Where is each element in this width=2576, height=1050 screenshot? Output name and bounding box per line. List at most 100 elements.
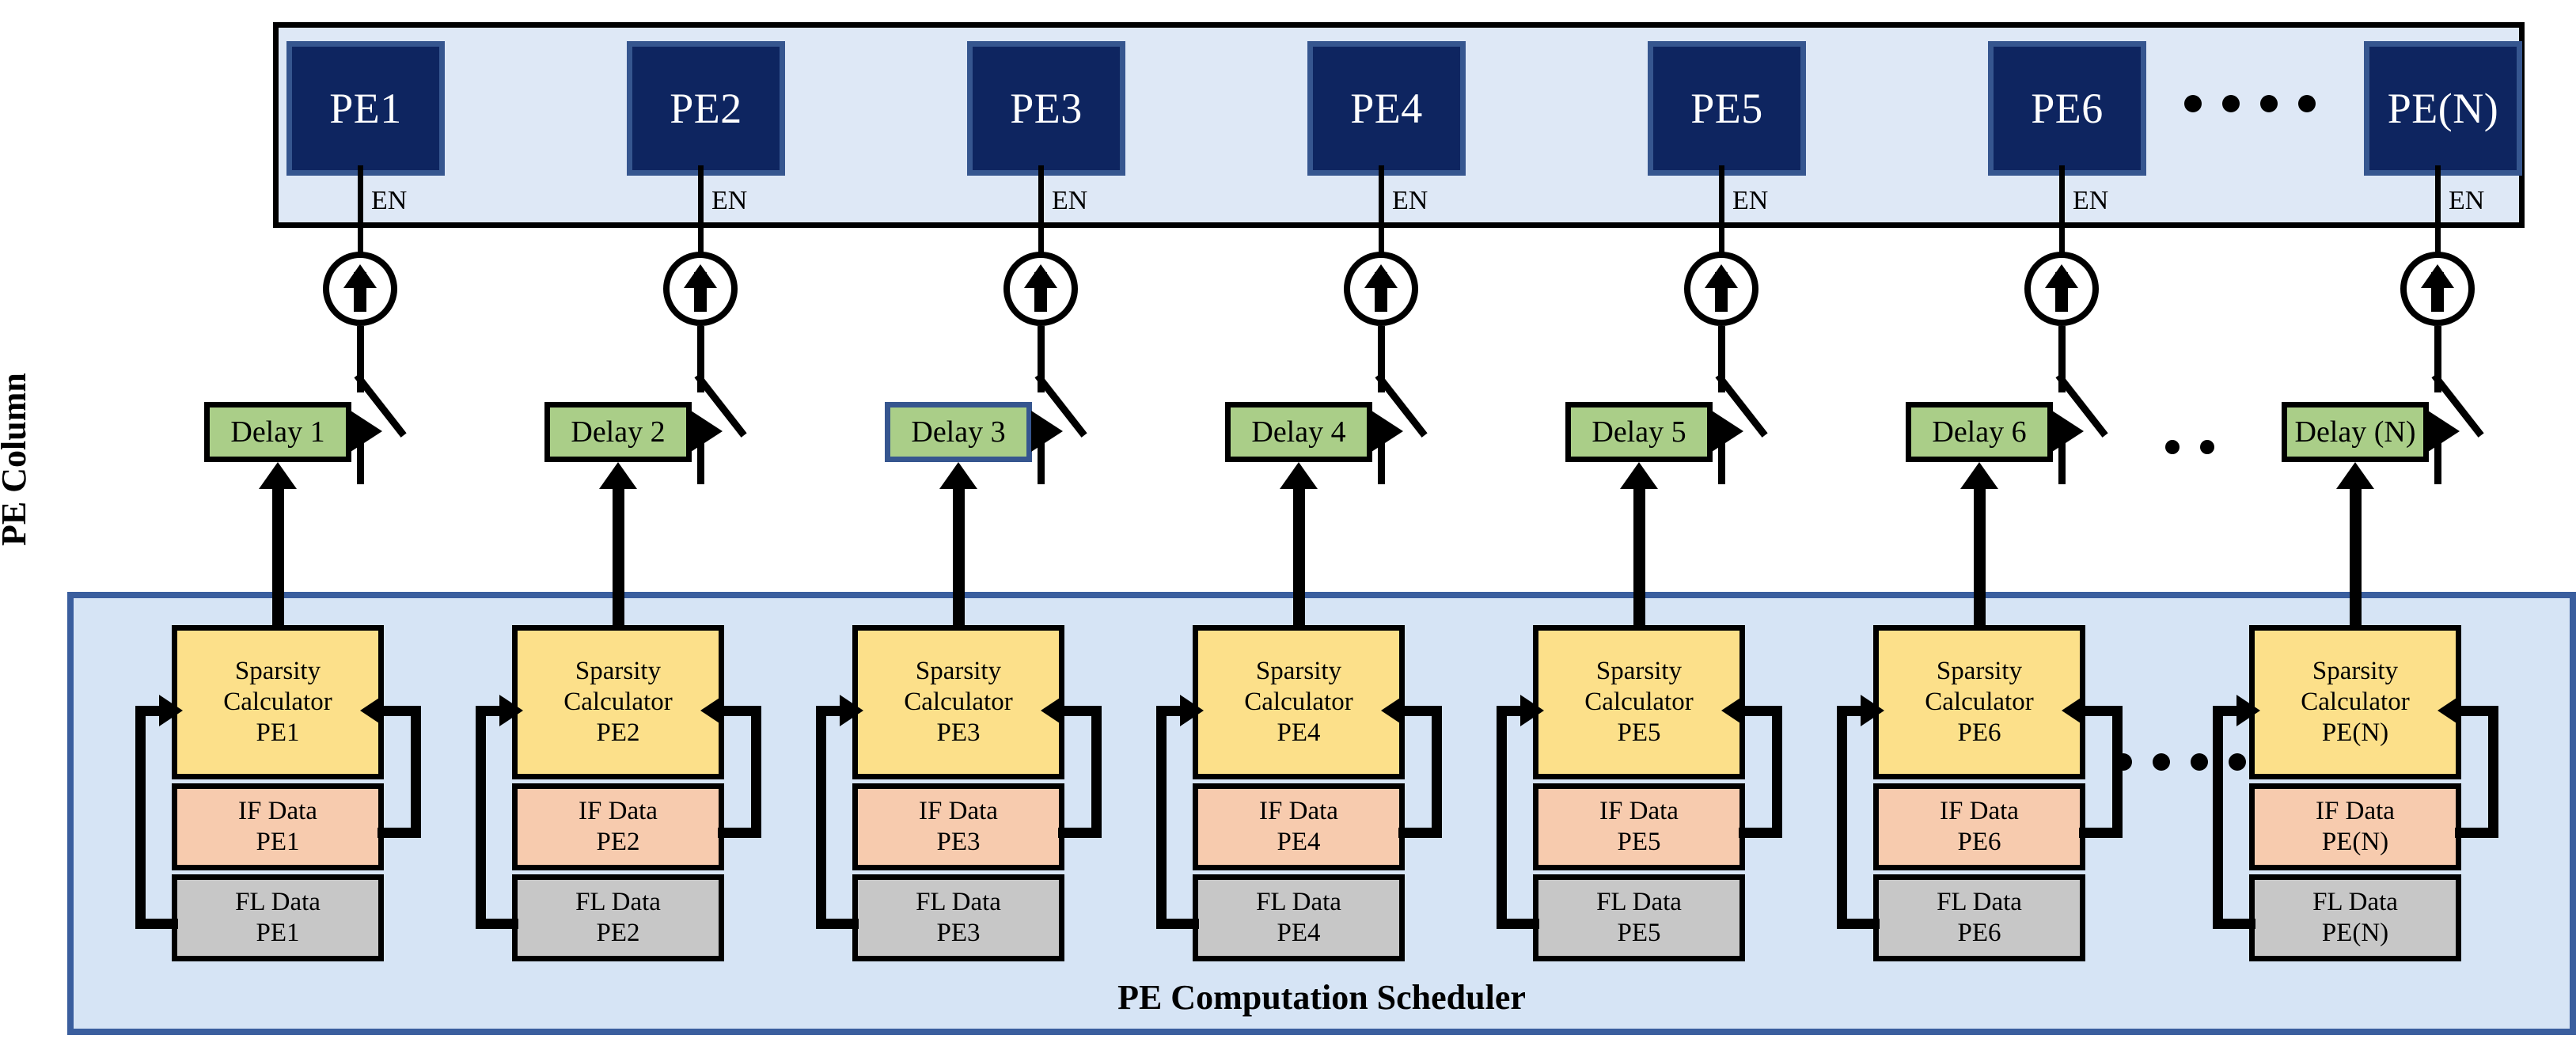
sparsity-to-delay-head-2	[599, 462, 637, 489]
pe-box-4[interactable]: PE4	[1307, 41, 1466, 176]
enable-gate-2[interactable]	[663, 252, 738, 326]
fl-feedback-horizontal-1	[135, 918, 178, 929]
arrow-up-shaft	[1715, 272, 1728, 312]
delay-box-3[interactable]: Delay 3	[885, 402, 1032, 462]
delay-box-4[interactable]: Delay 4	[1225, 402, 1372, 462]
sparsity-calculator-line: Calculator	[563, 688, 673, 717]
fl-data-line: FL Data	[1596, 888, 1682, 917]
enable-gate-7[interactable]	[2400, 252, 2475, 326]
arrow-up-shaft	[1375, 272, 1387, 312]
if-feedback-arrowhead-6	[2062, 695, 2085, 726]
delay-box-2[interactable]: Delay 2	[544, 402, 692, 462]
enable-gate-1[interactable]	[323, 252, 397, 326]
ellipsis-dot	[2260, 95, 2278, 112]
pe-box-1[interactable]: PE1	[286, 41, 445, 176]
pe-array-panel: PE1 PE2 PE3 PE4 PE5 PE6 PE(N)	[273, 22, 2525, 228]
sparsity-calculator-line: PE3	[936, 718, 981, 747]
delay-box-5[interactable]: Delay 5	[1565, 402, 1713, 462]
delay-box-7[interactable]: Delay (N)	[2282, 402, 2429, 462]
if-feedback-vertical-2	[751, 711, 761, 832]
enable-gate-4[interactable]	[1344, 252, 1418, 326]
pe-box-label: PE5	[1690, 85, 1763, 132]
if-feedback-arrowhead-1	[360, 695, 384, 726]
pe-box-2[interactable]: PE2	[627, 41, 785, 176]
fl-feedback-horizontal-6	[1837, 918, 1880, 929]
ellipsis-dot	[2191, 753, 2208, 771]
fl-data-line: PE2	[596, 919, 640, 947]
sparsity-calculator-line: Sparsity	[234, 657, 321, 686]
ellipsis-dot	[2200, 440, 2214, 454]
sparsity-to-delay-head-1	[259, 462, 297, 489]
en-wire-7	[2435, 165, 2441, 253]
fl-feedback-arrowhead-1	[159, 695, 183, 726]
sparsity-to-delay-head-6	[1960, 462, 1998, 489]
switch-lower-stub-7	[2434, 437, 2441, 484]
if-data-line: PE2	[596, 828, 640, 856]
pe-row-ellipsis	[2184, 95, 2316, 112]
sparsity-calculator-line: Calculator	[904, 688, 1013, 717]
if-feedback-horizontal-4	[1398, 827, 1442, 838]
if-data-line: IF Data	[1599, 797, 1679, 826]
sparsity-calculator-line: Calculator	[223, 688, 332, 717]
arrow-up-shaft	[1034, 272, 1047, 312]
en-label-3: EN	[1052, 186, 1088, 215]
if-feedback-vertical-4	[1432, 711, 1442, 832]
fl-data-line: PE4	[1277, 919, 1321, 947]
delay-box-1[interactable]: Delay 1	[204, 402, 351, 462]
if-feedback-horizontal-6	[2079, 827, 2123, 838]
pe-box-6[interactable]: PE6	[1988, 41, 2146, 176]
if-feedback-arrowhead-2	[700, 695, 724, 726]
sparsity-calculator-line: Sparsity	[575, 657, 662, 686]
ellipsis-dot	[2222, 95, 2240, 112]
delay-output-arrow-head-3	[1031, 411, 1063, 452]
enable-gate-3[interactable]	[1003, 252, 1078, 326]
fl-feedback-vertical-5	[1497, 711, 1507, 923]
sparsity-to-delay-shaft-1	[272, 483, 284, 625]
pe-box-5[interactable]: PE5	[1648, 41, 1806, 176]
delay-box-6[interactable]: Delay 6	[1906, 402, 2053, 462]
if-feedback-arrowhead-3	[1041, 695, 1064, 726]
gate-to-switch-wire-1	[357, 326, 364, 392]
fl-feedback-horizontal-4	[1156, 918, 1199, 929]
fl-feedback-top-3	[816, 705, 843, 716]
switch-lower-stub-6	[2058, 437, 2066, 484]
enable-gate-6[interactable]	[2024, 252, 2099, 326]
pe-box-3[interactable]: PE3	[967, 41, 1125, 176]
if-feedback-top-2	[724, 705, 761, 716]
fl-feedback-vertical-7	[2213, 711, 2223, 923]
if-feedback-horizontal-3	[1058, 827, 1102, 838]
delay-output-arrow-head-4	[1371, 411, 1403, 452]
sparsity-to-delay-head-3	[939, 462, 977, 489]
pe-box-label: PE6	[2031, 85, 2104, 132]
fl-data-line: PE3	[936, 919, 981, 947]
fl-feedback-horizontal-3	[816, 918, 859, 929]
pe-box-7[interactable]: PE(N)	[2364, 41, 2522, 176]
enable-gate-5[interactable]	[1684, 252, 1758, 326]
if-data-line: IF Data	[579, 797, 658, 826]
sparsity-to-delay-shaft-7	[2350, 483, 2362, 625]
